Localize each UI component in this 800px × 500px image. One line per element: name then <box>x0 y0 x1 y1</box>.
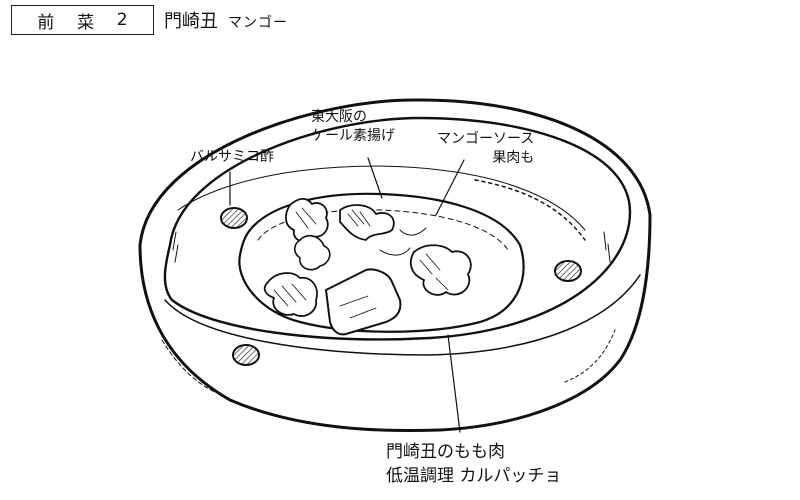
plate-inner-rim <box>163 116 632 341</box>
balsamic-dot-3 <box>232 344 260 366</box>
dish-main: 門崎丑 <box>164 11 218 32</box>
balsamic-dot-2 <box>554 260 582 282</box>
balsamic-dot-1 <box>220 207 248 229</box>
annotation-beef: 門崎丑のもも肉 低温調理 カルパッチョ <box>386 442 562 486</box>
kale-chip-5 <box>293 234 331 271</box>
course-char-2: 菜 <box>77 12 95 33</box>
dish-sub: マンゴー <box>228 15 288 31</box>
annotation-balsamic: バルサミコ酢 <box>190 149 274 165</box>
course-char-1: 前 <box>37 12 55 33</box>
kale-chip-4 <box>263 272 318 317</box>
leader-mango <box>435 159 465 216</box>
plate-outer-rim <box>138 98 652 247</box>
annotation-kale: 東大阪の ケール素揚げ <box>311 109 395 144</box>
course-number: 2 <box>116 10 128 30</box>
kale-chip-3 <box>409 244 472 296</box>
leader-kale <box>367 157 383 199</box>
plate-outer-bottom <box>138 213 652 433</box>
annotation-mango: マンゴーソース 果肉も <box>437 131 535 166</box>
kale-chip-2 <box>339 204 395 241</box>
leader-beef <box>447 334 461 433</box>
dish-title: 門崎丑マンゴー <box>164 7 288 33</box>
kale-chip-1 <box>285 197 329 243</box>
beef-cube <box>325 268 402 336</box>
course-label-box: 前 菜 2 <box>11 5 154 35</box>
